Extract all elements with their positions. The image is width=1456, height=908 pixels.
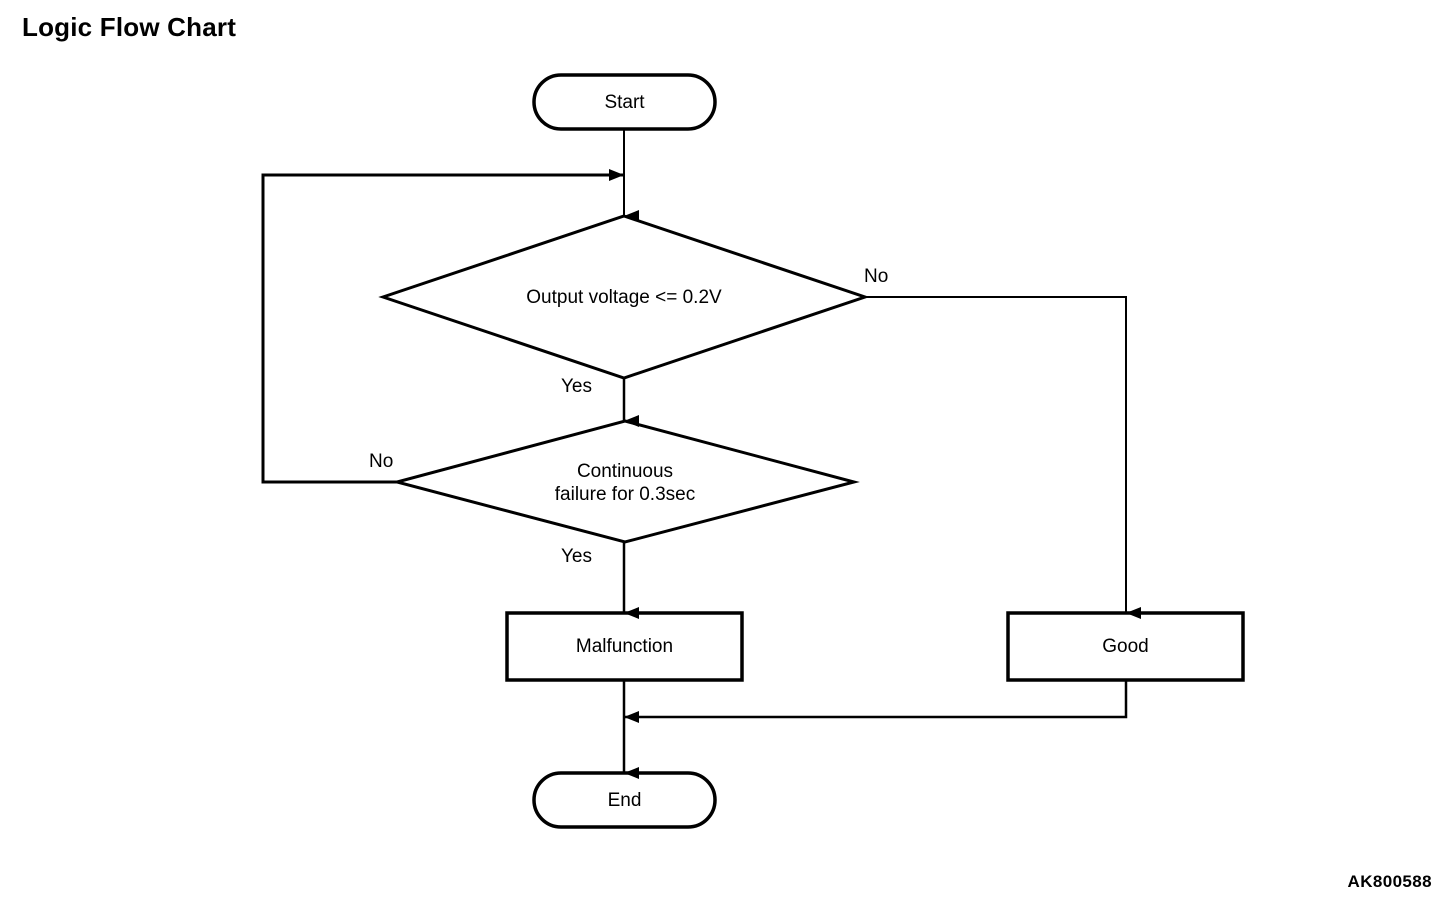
node-start-shape <box>532 73 717 131</box>
node-malfunction-shape <box>505 611 744 682</box>
edge-label-decision1-yes: Yes <box>561 376 592 397</box>
edge-decision1-no-to-good <box>865 296 1141 619</box>
node-decision-continuous-failure-shape <box>391 419 860 544</box>
node-decision-output-voltage-shape <box>378 214 870 380</box>
edge-label-decision2-no: No <box>369 451 394 472</box>
page-title: Logic Flow Chart <box>22 12 237 42</box>
figure-code: AK800588 <box>1347 872 1432 891</box>
node-end-shape <box>532 771 717 829</box>
edge-label-decision2-yes: Yes <box>561 546 592 567</box>
node-good-shape <box>1006 611 1245 682</box>
edge-label-decision1-no: No <box>864 266 889 287</box>
edge-good-to-end <box>624 680 1128 723</box>
edge-decision2-no-feedback-loop <box>261 169 624 484</box>
